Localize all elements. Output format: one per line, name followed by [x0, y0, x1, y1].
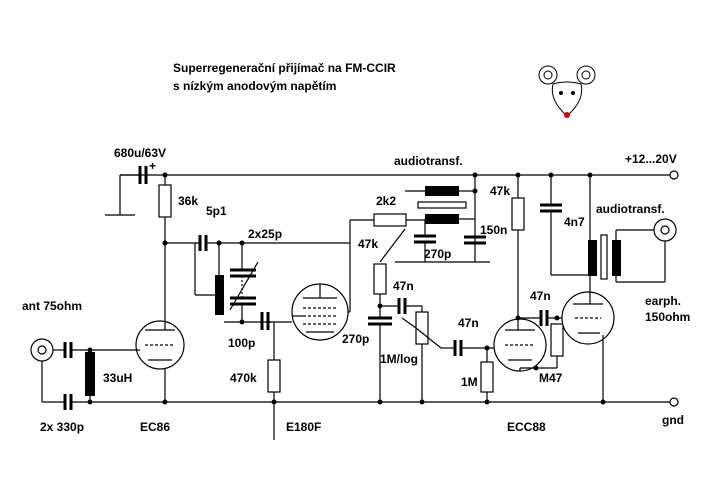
- title-line-1: Superregenerační přijímač na FM-CCIR: [173, 61, 396, 75]
- cap-100p: [260, 312, 292, 330]
- label-5p1: 5p1: [206, 204, 227, 218]
- resistor-47k-anode: [511, 172, 525, 318]
- wire-e180f-anode: [348, 243, 351, 313]
- cap-270p-top: [395, 219, 490, 263]
- label-ecc88: ECC88: [507, 420, 546, 434]
- earphone-jack[interactable]: [653, 218, 677, 242]
- audiotransf-2: [587, 172, 666, 283]
- title-line-2: s nízkým anodovým napětím: [173, 79, 336, 93]
- label-supply: +12...20V: [625, 152, 677, 166]
- label-audiotransf-1: audiotransf.: [394, 154, 463, 168]
- resistor-36k: [158, 172, 172, 322]
- choke-33uh: [85, 347, 95, 405]
- label-680u: 680u/63V: [114, 146, 166, 160]
- resistor-2k2: [349, 213, 425, 243]
- label-2x25p: 2x25p: [248, 227, 282, 241]
- label-100p: 100p: [228, 336, 255, 350]
- tube-ecc88-b: [561, 275, 615, 405]
- cap-47n-c: [515, 310, 575, 326]
- label-33uh: 33uH: [103, 371, 132, 385]
- cap-detector: [368, 316, 392, 405]
- label-47k-anode: 47k: [490, 184, 510, 198]
- label-ec86: EC86: [140, 420, 170, 434]
- cap-5p1: [198, 235, 350, 251]
- label-1m: 1M: [461, 375, 478, 389]
- tube-ecc88-a: [493, 318, 547, 372]
- cap-47n-b: [453, 340, 500, 356]
- mouse-face-icon: [538, 65, 596, 118]
- label-2x330p: 2x 330p: [40, 420, 84, 434]
- label-audiotransf-2: audiotransf.: [596, 202, 665, 216]
- label-47n-b: 47n: [458, 316, 479, 330]
- label-ant: ant 75ohm: [22, 299, 82, 313]
- audiotransf-1: [405, 172, 478, 262]
- label-270p-top: 270p: [424, 247, 451, 261]
- ground-rail: [90, 397, 679, 407]
- label-36k: 36k: [178, 194, 198, 208]
- gnd-terminal: [669, 397, 679, 407]
- label-47k-left: 47k: [358, 237, 378, 251]
- label-270p-mid: 270p: [342, 332, 369, 346]
- cap-2x330p: [63, 342, 140, 410]
- resistor-1m: [480, 348, 494, 405]
- tube-ec86: [135, 320, 185, 405]
- antenna-connector[interactable]: [30, 338, 65, 403]
- tube-e180f: [291, 283, 349, 341]
- tank-coil: [194, 240, 224, 315]
- label-e180f: E180F: [286, 420, 321, 434]
- label-earph: earph.: [645, 294, 681, 308]
- label-150n: 150n: [480, 223, 507, 237]
- label-47n-a: 47n: [393, 279, 414, 293]
- resistor-470k: [267, 322, 281, 440]
- cap-4n7: [540, 172, 590, 276]
- wire-ec86-tank: [162, 240, 200, 246]
- cap-2x25p[interactable]: [224, 240, 272, 325]
- cap-150n: [464, 235, 486, 245]
- label-2k2: 2k2: [376, 194, 396, 208]
- label-470k: 470k: [230, 371, 257, 385]
- label-4n7: 4n7: [564, 215, 585, 229]
- label-m47: M47: [539, 371, 563, 385]
- label-1m-log: 1M/log: [380, 352, 418, 366]
- supply-rail: [120, 170, 679, 180]
- label-gnd: gnd: [662, 413, 684, 427]
- supply-terminal: [669, 170, 679, 180]
- potentiometer-1m-log[interactable]: [401, 311, 455, 405]
- cap-47n-a: [380, 298, 423, 314]
- cap-680u: [105, 166, 148, 216]
- label-47n-c: 47n: [530, 289, 551, 303]
- label-150ohm: 150ohm: [645, 310, 690, 324]
- label-plus: +: [149, 159, 156, 173]
- resistor-m47: [519, 323, 564, 371]
